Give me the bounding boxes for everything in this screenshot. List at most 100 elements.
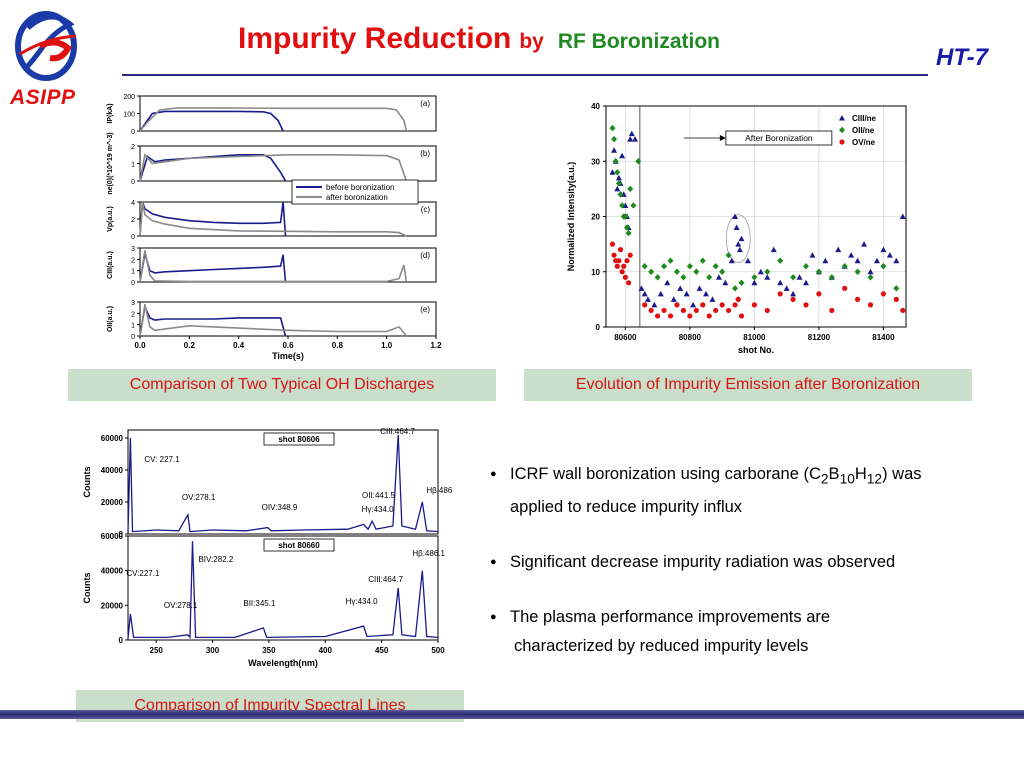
data-point [625, 280, 632, 286]
data-point [815, 268, 822, 275]
plot-frame [605, 105, 907, 328]
data-point [699, 257, 706, 264]
data-point [900, 307, 906, 314]
panel-label: (a) [420, 99, 430, 108]
data-point [648, 307, 654, 314]
data-point [816, 291, 822, 297]
peak-label: Hγ:434.0 [362, 505, 395, 514]
data-point [628, 130, 635, 137]
data-point [880, 263, 887, 270]
panel-label: (b) [420, 149, 430, 158]
data-point [614, 185, 621, 192]
data-point [861, 241, 868, 247]
legend-box [291, 179, 419, 205]
x-tick-label: 250 [150, 646, 164, 655]
data-point [622, 213, 629, 220]
x-axis-label: Wavelength(nm) [248, 658, 318, 668]
data-point [854, 268, 861, 275]
data-point [621, 263, 627, 269]
data-point [693, 307, 699, 314]
panel-label: (c) [421, 205, 431, 214]
data-point [624, 258, 630, 264]
peak-label: CV: 227.1 [144, 455, 180, 464]
x-tick-label: 300 [206, 646, 220, 655]
data-point [614, 263, 620, 269]
series-line [139, 110, 284, 132]
data-point [790, 274, 797, 281]
data-point [736, 246, 743, 253]
panel-ylabel: Counts [82, 573, 92, 604]
data-point [627, 252, 633, 258]
data-point [673, 268, 680, 275]
data-point [828, 274, 835, 281]
peak-label: OII:441.5 [362, 491, 395, 500]
data-point [733, 224, 740, 231]
data-point [611, 252, 617, 258]
data-point [687, 313, 693, 319]
panel-ylabel: ne(0)(*10^19 m^-3) [106, 132, 114, 194]
peak-label: Hγ:434.0 [346, 597, 379, 606]
data-point [738, 235, 745, 242]
y-tick-label: 3 [131, 300, 135, 307]
data-point [839, 126, 845, 134]
data-point [700, 302, 706, 308]
data-point [627, 185, 634, 193]
bullet-item-boronization: ICRF wall boronization using carborane (… [488, 460, 1018, 522]
data-point [842, 285, 848, 291]
data-point [764, 274, 771, 280]
data-point [822, 257, 829, 264]
shot-label-box [263, 432, 335, 446]
data-point [674, 302, 680, 308]
y-axis-label: Normalized Intensity(a.u.) [566, 162, 576, 272]
data-point [732, 285, 739, 292]
data-point [609, 169, 616, 175]
data-point [619, 269, 625, 275]
y-tick-label: 60000 [101, 532, 124, 541]
y-tick-label: 20000 [101, 601, 124, 610]
legend-label: before boronization [326, 183, 395, 192]
ht7-label: HT-7 [936, 44, 989, 71]
y-tick-label: 60000 [101, 434, 124, 443]
data-point [619, 202, 626, 209]
panel-label: (d) [420, 251, 430, 260]
data-point [616, 258, 622, 264]
peak-label: OV:278.1 [164, 601, 198, 610]
x-axis-label: Time(s) [272, 351, 304, 361]
peak-label: Hβ:486.1 [412, 549, 445, 558]
data-point [751, 302, 757, 308]
data-point [615, 180, 622, 187]
data-point [651, 301, 658, 308]
y-tick-label: 0 [131, 280, 135, 287]
x-axis-label: shot No. [738, 345, 774, 355]
data-point [848, 252, 855, 258]
data-point [690, 301, 697, 308]
data-point [803, 279, 809, 286]
data-point [625, 229, 632, 237]
data-point [867, 302, 874, 308]
data-point [664, 279, 671, 286]
y-tick-label: 100 [123, 112, 135, 119]
data-point [893, 257, 900, 264]
series-line [139, 201, 407, 237]
data-point [623, 224, 630, 231]
data-point [715, 274, 722, 280]
x-tick-label: 350 [262, 646, 276, 655]
panel-ylabel: Vp(a.u.) [107, 206, 114, 232]
data-point [617, 247, 624, 253]
bullet-item-performance: The plasma performance improvements are … [488, 603, 1018, 661]
data-point [644, 296, 651, 302]
y-tick-label: 40 [591, 102, 600, 111]
data-point [728, 257, 735, 264]
panel-label: (e) [420, 305, 430, 314]
data-point [809, 252, 816, 258]
data-point [751, 279, 758, 286]
data-point [735, 296, 741, 302]
title-main: Impurity Reduction [238, 22, 512, 55]
data-point [796, 274, 803, 280]
y-tick-label: 2 [131, 144, 135, 151]
data-point [899, 213, 906, 219]
data-point [712, 263, 719, 270]
series-line [139, 304, 408, 337]
y-tick-label: 2 [131, 311, 135, 318]
